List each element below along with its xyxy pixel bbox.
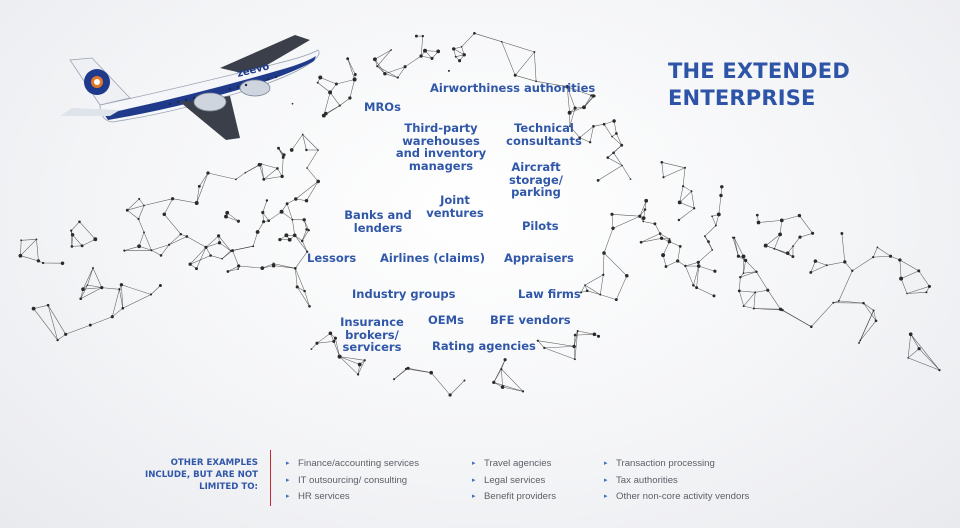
stakeholder-banks-lenders: Banks and lenders (344, 208, 412, 235)
stakeholder-insurance-brokers: Insurance brokers/ servicers (340, 315, 404, 354)
bullet-icon: ▸ (286, 493, 290, 500)
bullet-icon: ▸ (286, 460, 290, 467)
footer-divider (270, 450, 271, 506)
list-item: ▸Finance/accounting services (286, 456, 419, 473)
other-examples-label: OTHER EXAMPLES INCLUDE, BUT ARE NOT LIMI… (145, 458, 258, 492)
network-nodes (18, 31, 941, 397)
list-item: ▸Other non-core activity vendors (604, 489, 749, 506)
list-item: ▸Benefit providers (472, 489, 556, 506)
list-item: ▸Tax authorities (604, 473, 749, 490)
bullet-icon: ▸ (604, 460, 608, 467)
airplane-illustration: zeevo (60, 35, 320, 140)
stakeholder-lessors: Lessors (307, 251, 357, 265)
stakeholder-warehouses: Third-party warehouses and inventory man… (395, 121, 487, 173)
stakeholder-joint-ventures: Joint ventures (426, 193, 484, 220)
stakeholder-pilots: Pilots (522, 219, 559, 233)
stakeholder-bfe-vendors: BFE vendors (490, 313, 571, 327)
list-item: ▸HR services (286, 489, 419, 506)
list-item: ▸Travel agencies (472, 456, 556, 473)
stakeholder-oems: OEMs (428, 313, 464, 327)
bullet-icon: ▸ (604, 493, 608, 500)
list-item: ▸Legal services (472, 473, 556, 490)
bullet-icon: ▸ (472, 476, 476, 484)
examples-column-3: ▸Transaction processing ▸Tax authorities… (604, 456, 749, 506)
stakeholder-appraisers: Appraisers (504, 251, 574, 265)
bullet-icon: ▸ (604, 476, 608, 484)
bullet-icon: ▸ (472, 493, 476, 500)
stakeholder-rating-agencies: Rating agencies (432, 339, 536, 353)
stakeholder-industry-groups: Industry groups (352, 287, 456, 301)
bullet-icon: ▸ (472, 460, 476, 467)
stakeholder-technical-consultants: Technical consultants (506, 121, 582, 148)
stakeholder-airworthiness-authorities: Airworthiness authorities (430, 81, 596, 95)
stakeholder-aircraft-storage: Aircraft storage/ parking (509, 160, 563, 199)
stakeholder-airlines-claims: Airlines (claims) (380, 251, 486, 265)
examples-column-1: ▸Finance/accounting services ▸IT outsour… (286, 456, 419, 506)
list-item: ▸IT outsourcing/ consulting (286, 473, 419, 490)
page-title: THE EXTENDED ENTERPRISE (668, 59, 850, 110)
stakeholder-mros: MROs (364, 100, 401, 114)
examples-column-2: ▸Travel agencies ▸Legal services ▸Benefi… (472, 456, 556, 506)
stakeholder-law-firms: Law firms (518, 287, 581, 301)
list-item: ▸Transaction processing (604, 456, 749, 473)
bullet-icon: ▸ (286, 476, 290, 484)
